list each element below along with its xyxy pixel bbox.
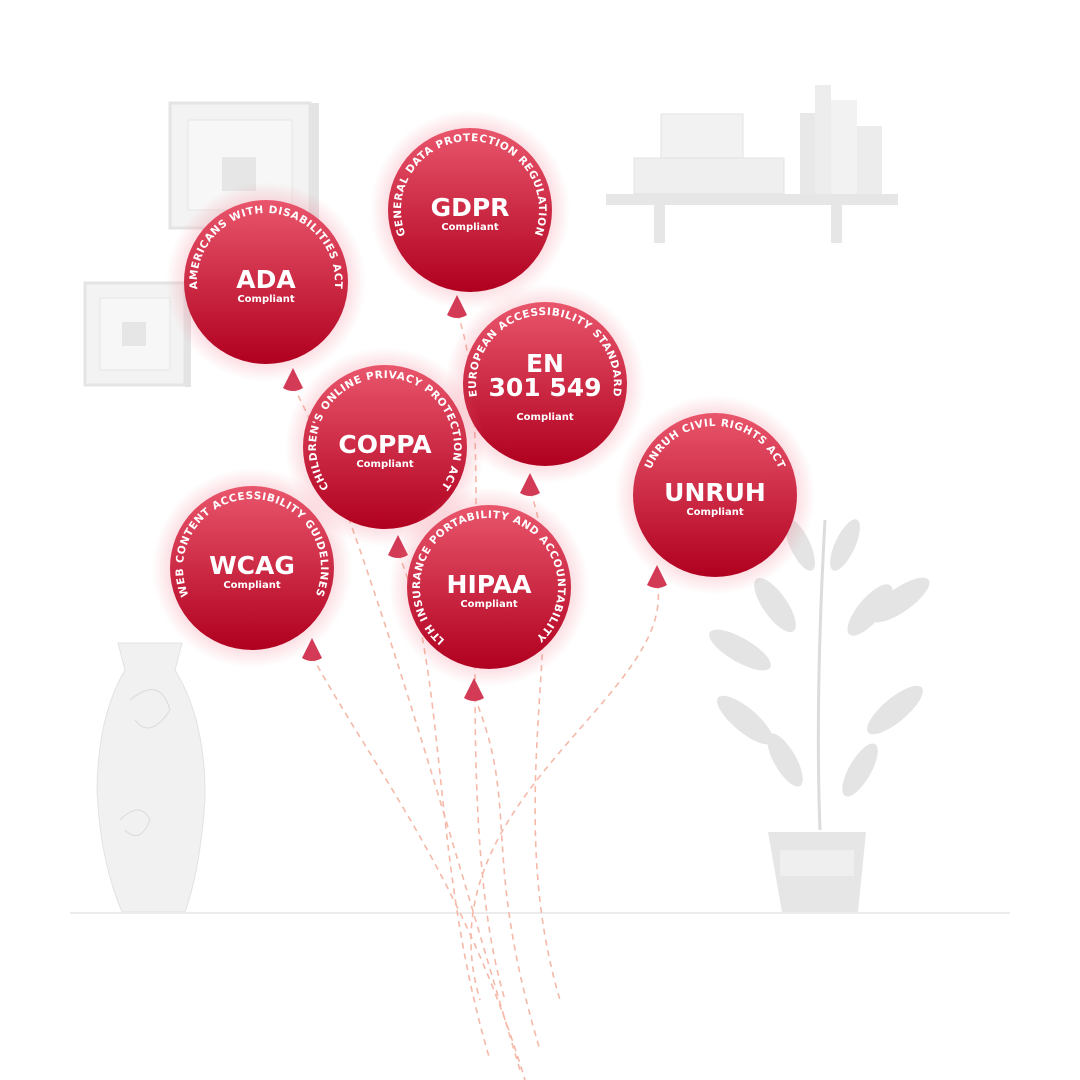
- balloon-body: [388, 128, 552, 292]
- balloon-knot: [647, 565, 667, 588]
- balloon-subtitle: Compliant: [686, 507, 744, 518]
- balloon-ada: AMERICANS WITH DISABILITIES ACTADACompli…: [166, 182, 366, 391]
- balloon-body: [184, 200, 348, 364]
- balloon-knot: [447, 295, 467, 318]
- balloon-coppa: CHILDREN'S ONLINE PRIVACY PROTECTION ACT…: [285, 347, 485, 558]
- balloon-knot: [464, 678, 484, 701]
- balloon-string: [397, 552, 491, 1061]
- balloon-body: [170, 486, 334, 650]
- picture-frame-small: [83, 281, 191, 387]
- balloon-title: HIPAA: [447, 570, 533, 599]
- balloon-knot: [520, 473, 540, 496]
- balloon-string: [529, 490, 561, 1001]
- vase: [96, 642, 206, 913]
- balloon-gdpr: GENERAL DATA PROTECTION REGULATIONGDPRCo…: [370, 110, 570, 318]
- balloon-title: WCAG: [209, 551, 295, 580]
- balloon-string: [311, 655, 526, 1080]
- balloon-string: [473, 695, 541, 1051]
- balloon-body: [633, 413, 797, 577]
- balloon-wcag: WEB CONTENT ACCESSIBILITY GUIDELINESWCAG…: [152, 468, 352, 668]
- wall-shelf: [606, 85, 898, 243]
- balloon-knot: [283, 368, 303, 391]
- balloon-subtitle: Compliant: [237, 294, 295, 305]
- floor-line: [70, 912, 1010, 914]
- balloon-body: [463, 302, 627, 466]
- balloon-body: [303, 365, 467, 529]
- room-background: [70, 85, 1010, 914]
- balloon-title: EN: [526, 349, 564, 378]
- balloon-subtitle: Compliant: [460, 599, 518, 610]
- balloon-title: GDPR: [431, 193, 510, 222]
- potted-plant: [709, 519, 930, 912]
- balloon-title: COPPA: [338, 430, 432, 459]
- balloon-title: 301 549: [488, 373, 601, 402]
- balloon-subtitle: Compliant: [356, 459, 414, 470]
- balloon-subtitle: Compliant: [223, 580, 281, 591]
- balloon-title: ADA: [236, 265, 296, 294]
- balloon-body: [407, 505, 571, 669]
- balloon-string: [470, 582, 660, 1001]
- balloon-title: UNRUH: [664, 478, 766, 507]
- balloon-subtitle: Compliant: [516, 412, 574, 423]
- balloon-subtitle: Compliant: [441, 222, 499, 233]
- balloon-knot: [302, 638, 322, 661]
